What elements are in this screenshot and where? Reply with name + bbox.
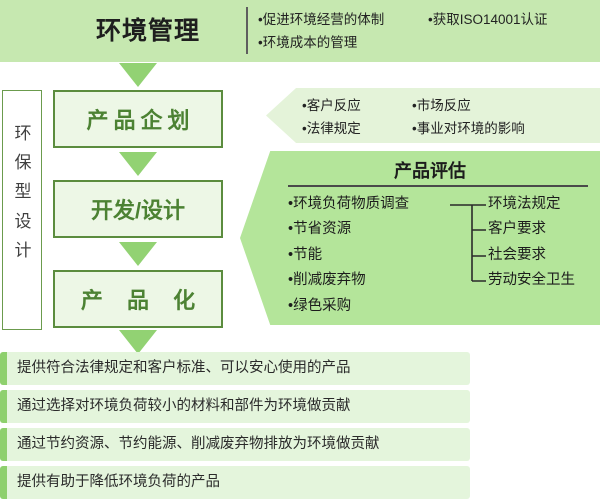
outcome-bar: 通过节约资源、节约能源、削减废弃物排放为环境做贡献 <box>0 428 470 461</box>
requirement-item: 社会要求 <box>488 246 546 263</box>
requirement-item: 劳动安全卫生 <box>488 272 575 289</box>
product-evaluation-left-list: •环境负荷物质调查 •节省资源 •节能 •削减废弃物 •绿色采购 <box>288 192 468 319</box>
arrow-down-icon <box>119 330 157 354</box>
title-divider <box>288 185 588 187</box>
arrow-down-icon <box>119 242 157 266</box>
arrow-down-icon <box>119 63 157 87</box>
header-bullet-item: •获取ISO14001认证 <box>428 12 548 27</box>
outcome-text: 提供有助于降低环境负荷的产品 <box>17 474 220 490</box>
evaluation-item: •环境负荷物质调查 <box>288 196 410 212</box>
outcome-accent-bar <box>0 390 7 423</box>
header-divider <box>246 7 248 54</box>
header-bullet-item: •环境成本的管理 <box>258 35 358 50</box>
flow-step-productization: 产 品 化 <box>53 270 223 328</box>
outcome-bar: 提供有助于降低环境负荷的产品 <box>0 466 470 499</box>
flow-step-product-planning: 产品企划 <box>53 90 223 148</box>
header-bullet-item: •促进环境经营的体制 <box>258 12 385 27</box>
arrow-down-icon <box>119 152 157 176</box>
evaluation-item: •节省资源 <box>288 221 352 238</box>
outcome-text: 提供符合法律规定和客户标准、可以安心使用的产品 <box>17 360 351 376</box>
evaluation-item: •节能 <box>288 246 323 263</box>
page-title: 环境管理 <box>95 17 200 45</box>
callout-input-item: •市场反应 <box>412 98 471 113</box>
callout-inputs-panel: •客户反应 •市场反应 •法律规定 •事业对环境的影响 <box>266 88 600 143</box>
vertical-label-box: 环保型设计 <box>2 90 42 330</box>
outcome-text: 通过节约资源、节约能源、削减废弃物排放为环境做贡献 <box>17 436 380 452</box>
outcome-accent-bar <box>0 466 7 499</box>
outcome-bar: 通过选择对环境负荷较小的材料和部件为环境做贡献 <box>0 390 470 423</box>
outcome-bar: 提供符合法律规定和客户标准、可以安心使用的产品 <box>0 352 470 385</box>
callout-input-item: •客户反应 <box>302 98 361 113</box>
requirement-item: 环境法规定 <box>488 196 561 212</box>
evaluation-item: •削减废弃物 <box>288 272 366 289</box>
product-evaluation-panel: 产品评估 •环境负荷物质调查 •节省资源 •节能 •削减废弃物 •绿色采购 环境… <box>240 151 600 325</box>
evaluation-item: •绿色采购 <box>288 297 352 314</box>
vertical-label-text: 环保型设计 <box>14 124 32 260</box>
requirement-item: 客户要求 <box>488 221 546 238</box>
product-evaluation-right-list: 环境法规定 客户要求 社会要求 劳动安全卫生 <box>470 192 600 294</box>
outcome-accent-bar <box>0 428 7 461</box>
header-band: 环境管理 •促进环境经营的体制 •获取ISO14001认证 •环境成本的管理 <box>0 0 600 62</box>
callout-input-item: •法律规定 <box>302 121 361 136</box>
product-evaluation-title: 产品评估 <box>394 161 466 181</box>
outcome-accent-bar <box>0 352 7 385</box>
callout-input-item: •事业对环境的影响 <box>412 121 525 136</box>
header-bullet-list: •促进环境经营的体制 •获取ISO14001认证 •环境成本的管理 <box>258 6 598 56</box>
flow-step-development-design: 开发/设计 <box>53 180 223 238</box>
outcome-text: 通过选择对环境负荷较小的材料和部件为环境做贡献 <box>17 398 351 414</box>
